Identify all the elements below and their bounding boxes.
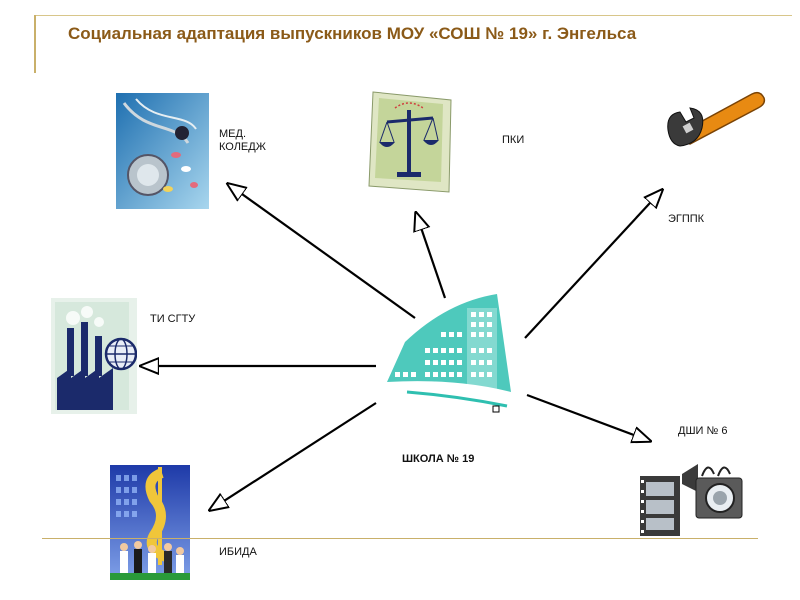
bottom-rule bbox=[42, 538, 758, 539]
stethoscope-pills-image bbox=[116, 93, 209, 209]
arrow-to-dshi bbox=[526, 393, 650, 441]
page-title: Социальная адаптация выпускников МОУ «СО… bbox=[68, 24, 637, 43]
business-dollar-image bbox=[110, 465, 190, 580]
scales-of-justice-image bbox=[368, 91, 452, 193]
label-med-line1: МЕД. bbox=[219, 128, 247, 140]
label-pki: ПКИ bbox=[502, 134, 525, 146]
label-med-line2: КОЛЕДЖ bbox=[219, 141, 266, 153]
title-vertical-rule bbox=[34, 15, 36, 73]
arrow-to-egppk bbox=[524, 190, 662, 339]
factory-globe-image bbox=[51, 298, 137, 414]
label-ibida: ИБИДА bbox=[219, 546, 257, 558]
label-dshi: ДШИ № 6 bbox=[678, 425, 728, 437]
school-building-image bbox=[387, 294, 511, 413]
arrow-to-pki bbox=[416, 213, 447, 299]
title-horizontal-rule bbox=[36, 15, 792, 16]
arrow-to-ibida bbox=[210, 402, 377, 510]
label-school-center: ШКОЛА № 19 bbox=[402, 453, 475, 465]
arrow-to-med-college bbox=[228, 184, 416, 319]
label-tisgtu: ТИ СГТУ bbox=[150, 313, 196, 325]
label-egppk: ЭГППК bbox=[668, 213, 705, 225]
film-camera-image bbox=[640, 464, 743, 536]
wrench-icon bbox=[667, 91, 766, 147]
label-med-college: МЕД. КОЛЕДЖ bbox=[219, 128, 266, 154]
